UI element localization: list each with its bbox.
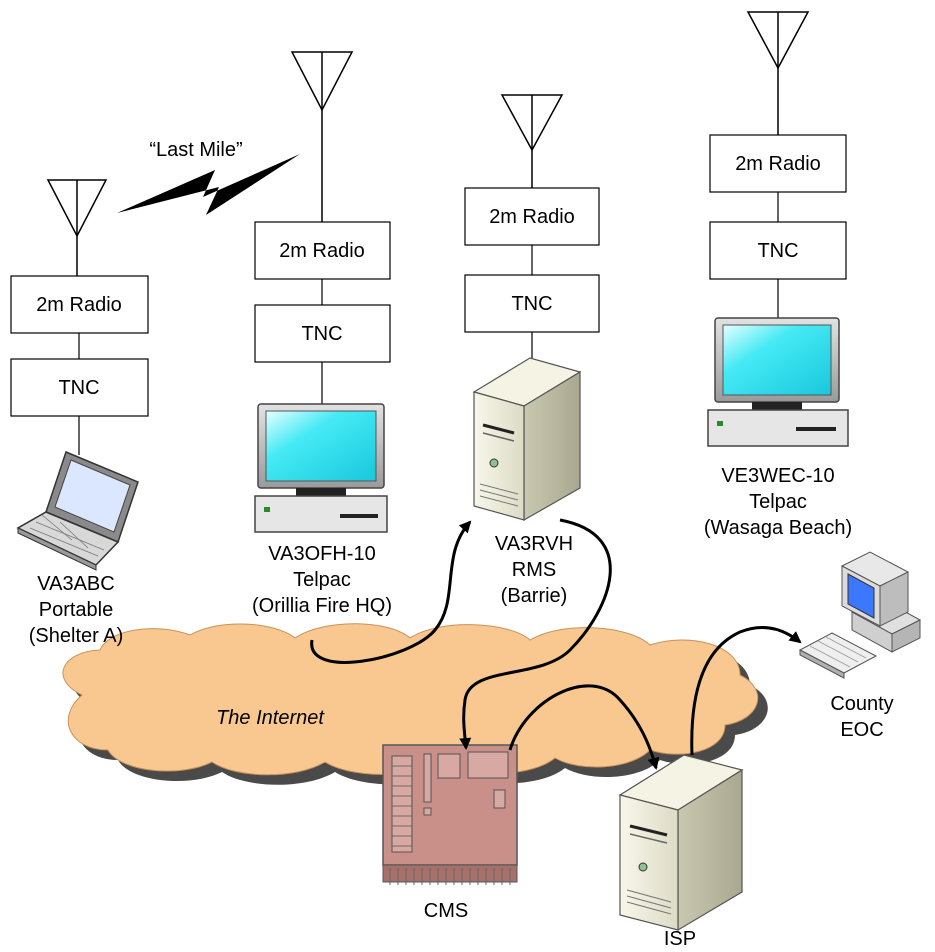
radio-label: 2m Radio [36, 294, 122, 316]
internet-label: The Internet [216, 707, 325, 729]
station-va3abc: 2m Radio TNC VA3ABC Portable (Shelter A) [10, 179, 149, 647]
station-ve3wec: 2m Radio TNC VE3WEC-10 Telpac (Wasaga Be… [704, 11, 852, 539]
caption-line-3: (Barrie) [501, 585, 568, 607]
arrow-cms-to-isp [508, 684, 660, 770]
radio-label: 2m Radio [279, 240, 365, 262]
tnc-box [464, 274, 600, 333]
arrow-isp-to-eoc [690, 625, 802, 756]
caption-line-2: EOC [840, 719, 883, 741]
last-mile-link: “Last Mile” [117, 139, 300, 215]
arrow-ofh-to-rms [310, 520, 472, 664]
caption-line-3: (Orillia Fire HQ) [252, 595, 392, 617]
laptop-icon [16, 450, 139, 571]
server-icon [618, 754, 744, 932]
cms-label: CMS [424, 900, 468, 922]
circuit-board-icon [382, 744, 518, 885]
antenna-icon [500, 94, 564, 188]
connections [310, 518, 802, 770]
caption-line-2: Telpac [749, 491, 807, 513]
last-mile-label: “Last Mile” [149, 139, 242, 161]
desktop-computer-icon [254, 403, 388, 533]
cms-node: CMS [382, 744, 518, 922]
radio-box [709, 134, 847, 193]
antenna-icon [290, 51, 354, 222]
antenna-icon [46, 179, 108, 276]
isp-label: ISP [664, 928, 696, 947]
radio-box [254, 221, 391, 280]
caption-line-1: VA3OFH-10 [268, 543, 375, 565]
caption-line-2: Portable [39, 599, 114, 621]
caption-line-2: RMS [512, 559, 556, 581]
caption-line-1: County [830, 693, 893, 715]
radio-label: 2m Radio [489, 206, 575, 228]
tnc-label: TNC [58, 377, 99, 399]
caption-line-2: Telpac [293, 569, 351, 591]
arrow-rms-to-cms [459, 518, 612, 750]
workstation-icon [798, 551, 922, 679]
tnc-box [709, 221, 847, 280]
caption-line-3: (Wasaga Beach) [704, 517, 852, 539]
server-icon [472, 357, 582, 522]
caption-line-1: VA3ABC [37, 573, 114, 595]
county-eoc-node: County EOC [798, 551, 922, 741]
caption-line-3: (Shelter A) [29, 625, 123, 647]
caption-line-1: VE3WEC-10 [721, 465, 834, 487]
tnc-label: TNC [511, 293, 552, 315]
desktop-computer-icon [707, 317, 849, 447]
tnc-label: TNC [301, 323, 342, 345]
antenna-icon [746, 11, 810, 135]
station-va3rvh: 2m Radio TNC VA3RVH RMS (Barrie) [464, 94, 600, 607]
tnc-box [10, 358, 149, 417]
tnc-label: TNC [757, 240, 798, 262]
lightning-bolt-icon [117, 154, 300, 215]
caption-line-1: VA3RVH [495, 533, 573, 555]
internet-cloud: The Internet [62, 623, 768, 785]
tnc-box [254, 304, 391, 363]
cloud-body [62, 623, 759, 776]
radio-label: 2m Radio [735, 153, 821, 175]
isp-node: ISP [618, 754, 744, 950]
station-va3ofh: 2m Radio TNC VA3OFH-10 Telpac (Orillia F… [252, 51, 392, 617]
